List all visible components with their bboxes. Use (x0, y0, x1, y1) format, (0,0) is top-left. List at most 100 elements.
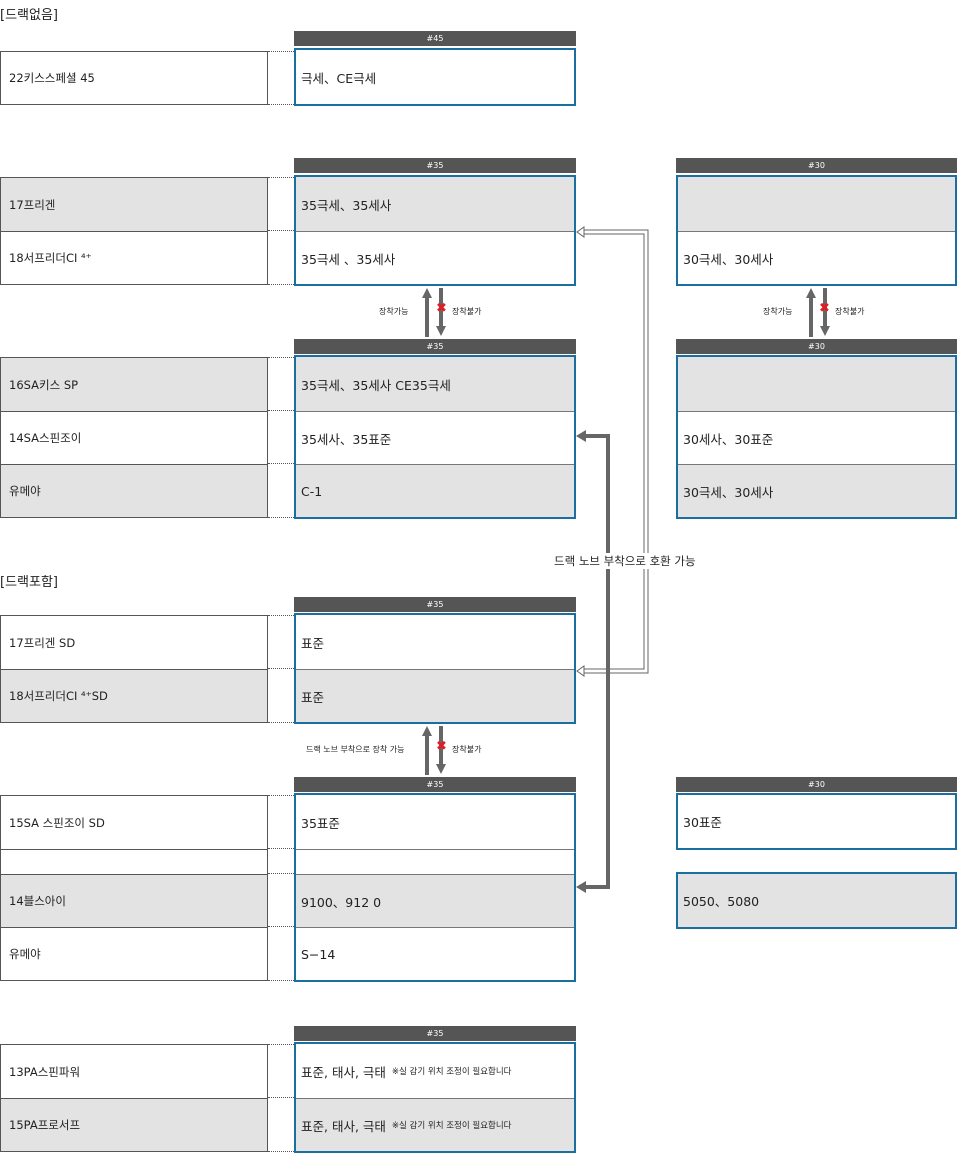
mount-arrows-30 (806, 288, 830, 337)
spool-name: 35세사、35표준 (301, 431, 392, 447)
reel-row: 17프리겐 SD (1, 616, 267, 669)
reel-row: 13PA스핀파워 (1, 1045, 267, 1098)
reel-list-group-1: 22키스스페셜 45 (0, 51, 268, 105)
mount-ok-label: 장착가능 (763, 307, 793, 316)
reel-row: 22키스스페셜 45 (1, 52, 267, 104)
spool-name: 35표준 (301, 815, 340, 831)
spool-row (296, 849, 574, 874)
reel-name: 17프리겐 SD (9, 635, 76, 650)
spool-header-35: #35 (294, 777, 576, 792)
spool-box-30-group-2: 30극세、30세사 (676, 175, 957, 286)
spool-name: 표준 (301, 689, 325, 705)
spool-box-30-group-5b: 5050、5080 (676, 872, 957, 929)
connector-dots (268, 873, 296, 874)
connector-dots (268, 926, 296, 927)
spool-box-group-5: 35표준 9100、912 0 S−14 (294, 793, 576, 982)
reel-name: 17프리겐 (9, 197, 56, 212)
spool-name: 35극세、35세사 CE35극세 (301, 377, 451, 393)
spool-name: 표준 (301, 635, 325, 651)
reel-name: 14블스아이 (9, 894, 66, 908)
mount-no-label: 장착불가 (452, 745, 482, 754)
spool-row: C-1 (296, 464, 574, 517)
connector-dots (268, 722, 296, 723)
spool-name: 30극세、30세사 (683, 251, 774, 267)
mount-no-label: 장착불가 (452, 307, 482, 316)
spool-name: 표준, 태사, 극태 (301, 1064, 386, 1080)
reel-row: 15PA프로서프 (1, 1098, 267, 1151)
spool-name: C-1 (301, 483, 323, 499)
section-no-drag: [드랙없음] (0, 8, 58, 23)
spool-header-35: #35 (294, 597, 576, 612)
spool-row: 표준, 태사, 극태 ※실 감기 위치 조정이 필요합니다 (296, 1098, 574, 1151)
section-with-drag: [드랙포함] (0, 575, 58, 590)
x-mark-icon: ✖ (436, 301, 447, 316)
drag-mount-arrows (422, 726, 446, 775)
spool-box-group-6: 표준, 태사, 극태 ※실 감기 위치 조정이 필요합니다 표준, 태사, 극태… (294, 1042, 576, 1153)
spool-row: 35표준 (296, 795, 574, 849)
spool-name: S−14 (301, 946, 336, 962)
drag-knob-mount-label: 드랙 노브 부착으로 장착 가능 (306, 745, 405, 754)
mount-arrows-35 (422, 288, 446, 337)
spool-row: 35극세、35세사 CE35극세 (296, 357, 574, 411)
spool-row: 30극세、30세사 (678, 464, 955, 517)
spool-row: 표준, 태사, 극태 ※실 감기 위치 조정이 필요합니다 (296, 1044, 574, 1098)
connector-dots (268, 668, 296, 669)
connector-dots (268, 1044, 296, 1045)
spool-row: S−14 (296, 927, 574, 980)
mount-no-label: 장착불가 (835, 307, 865, 316)
connector-dots (268, 517, 296, 518)
reel-list-group-3: 16SA키스 SP 14SA스핀조이 유메야 (0, 357, 268, 518)
spool-name: 5050、5080 (683, 894, 760, 909)
reel-list-group-2: 17프리겐 18서프리더CI ⁴⁺ (0, 177, 268, 285)
spool-row: 35극세 、35세사 (296, 231, 574, 284)
spool-row: 표준 (296, 615, 574, 669)
reel-row: 14SA스핀조이 (1, 411, 267, 464)
spool-row (678, 357, 955, 411)
connector-dots (268, 848, 296, 849)
spool-header-35: #35 (294, 1026, 576, 1041)
reel-row: 16SA키스 SP (1, 358, 267, 411)
spool-row: 30세사、30표준 (678, 411, 955, 464)
connector-dots (268, 51, 296, 52)
spool-row: 5050、5080 (678, 874, 955, 927)
reel-row: 14블스아이 (1, 874, 267, 927)
connector-dots (268, 980, 296, 981)
reel-name: 18서프리더CI ⁴⁺SD (9, 689, 108, 703)
spool-row: 35극세、35세사 (296, 177, 574, 231)
connector-dots (268, 795, 296, 796)
spool-box-group-2: 35극세、35세사 35극세 、35세사 (294, 175, 576, 286)
reel-row: 18서프리더CI ⁴⁺SD (1, 669, 267, 722)
spool-row: 극세、CE극세 (296, 50, 574, 104)
spool-header-30: #30 (676, 158, 957, 173)
connector-dots (268, 410, 296, 411)
reel-name: 14SA스핀조이 (9, 431, 82, 445)
connector-dots (268, 463, 296, 464)
reel-row: 유메야 (1, 927, 267, 980)
reel-row: 17프리겐 (1, 178, 267, 231)
spool-note: ※실 감기 위치 조정이 필요합니다 (391, 1067, 512, 1077)
reel-list-group-6: 13PA스핀파워 15PA프로서프 (0, 1044, 268, 1152)
spool-row: 30극세、30세사 (678, 231, 955, 284)
spool-box-group-1: 극세、CE극세 (294, 48, 576, 106)
reel-name: 유메야 (9, 947, 41, 961)
x-mark-icon: ✖ (436, 739, 447, 754)
spool-row: 표준 (296, 669, 574, 722)
reel-row (1, 849, 267, 869)
connector-dots (268, 1151, 296, 1152)
spool-box-30-group-5a: 30표준 (676, 793, 957, 850)
spool-box-group-4: 표준 표준 (294, 613, 576, 724)
reel-name: 16SA키스 SP (9, 377, 79, 392)
spool-header-45: #45 (294, 31, 576, 46)
spool-box-group-3: 35극세、35세사 CE35극세 35세사、35표준 C-1 (294, 355, 576, 519)
reel-name: 15PA프로서프 (9, 1118, 81, 1132)
spool-name: 30극세、30세사 (683, 484, 774, 500)
reel-name: 유메야 (9, 484, 41, 498)
spool-name: 35극세、35세사 (301, 197, 392, 213)
reel-list-group-4: 17프리겐 SD 18서프리더CI ⁴⁺SD (0, 615, 268, 723)
spool-name: 9100、912 0 (301, 894, 382, 910)
reel-name: 15SA 스핀조이 SD (9, 815, 105, 830)
reel-row: 15SA 스핀조이 SD (1, 796, 267, 849)
mount-ok-label: 장착가능 (379, 307, 409, 316)
spool-name: 극세、CE극세 (301, 70, 377, 86)
spool-name: 표준, 태사, 극태 (301, 1118, 386, 1134)
